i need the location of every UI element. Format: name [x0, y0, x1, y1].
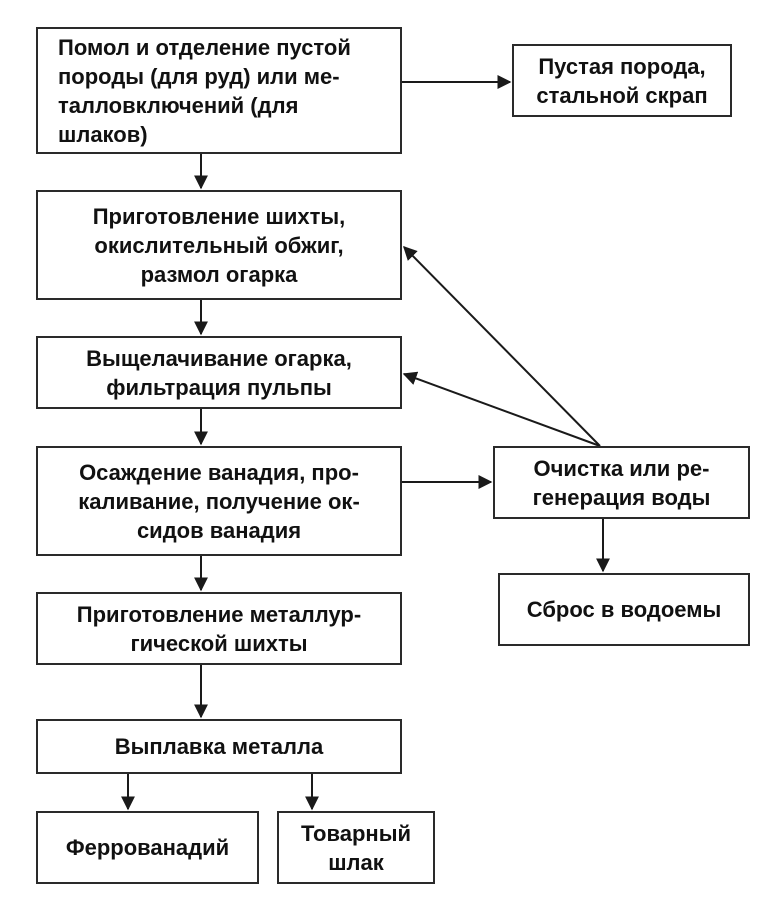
node-charge-prep-label: Приготовление шихты, окислительный обжиг… [92, 203, 346, 287]
node-precipitation: Осаждение ванадия, про- каливание, получ… [36, 446, 402, 556]
node-metallurgical-charge: Приготовление металлур- гической шихты [36, 592, 402, 665]
node-commercial-slag-label: Товарный шлак [301, 820, 411, 875]
arrow-water-treatment-to-leaching [402, 371, 601, 447]
node-discharge-label: Сброс в водоемы [526, 597, 722, 622]
node-ferrovanadium-label: Феррованадий [65, 835, 230, 860]
node-metallurgical-charge-label: Приготовление металлур- гической шихты [76, 601, 362, 656]
node-charge-prep: Приготовление шихты, окислительный обжиг… [36, 190, 402, 300]
node-grinding-label: Помол и отделение пустой породы (для руд… [58, 34, 351, 147]
node-commercial-slag: Товарный шлак [277, 811, 435, 884]
node-water-treatment-label: Очистка или ре- генерация воды [532, 455, 711, 510]
node-leaching: Выщелачивание огарка, фильтрация пульпы [36, 336, 402, 409]
arrow-water-treatment-to-charge-prep [403, 246, 601, 447]
node-ferrovanadium: Феррованадий [36, 811, 259, 884]
node-smelting-label: Выплавка металла [114, 734, 324, 759]
node-smelting: Выплавка металла [36, 719, 402, 774]
node-water-treatment: Очистка или ре- генерация воды [493, 446, 750, 519]
node-grinding: Помол и отделение пустой породы (для руд… [36, 27, 402, 154]
node-waste-rock-label: Пустая порода, стальной скрап [536, 53, 708, 108]
node-waste-rock: Пустая порода, стальной скрап [512, 44, 732, 117]
node-discharge: Сброс в водоемы [498, 573, 750, 646]
node-leaching-label: Выщелачивание огарка, фильтрация пульпы [86, 345, 352, 400]
node-precipitation-label: Осаждение ванадия, про- каливание, получ… [78, 459, 360, 543]
